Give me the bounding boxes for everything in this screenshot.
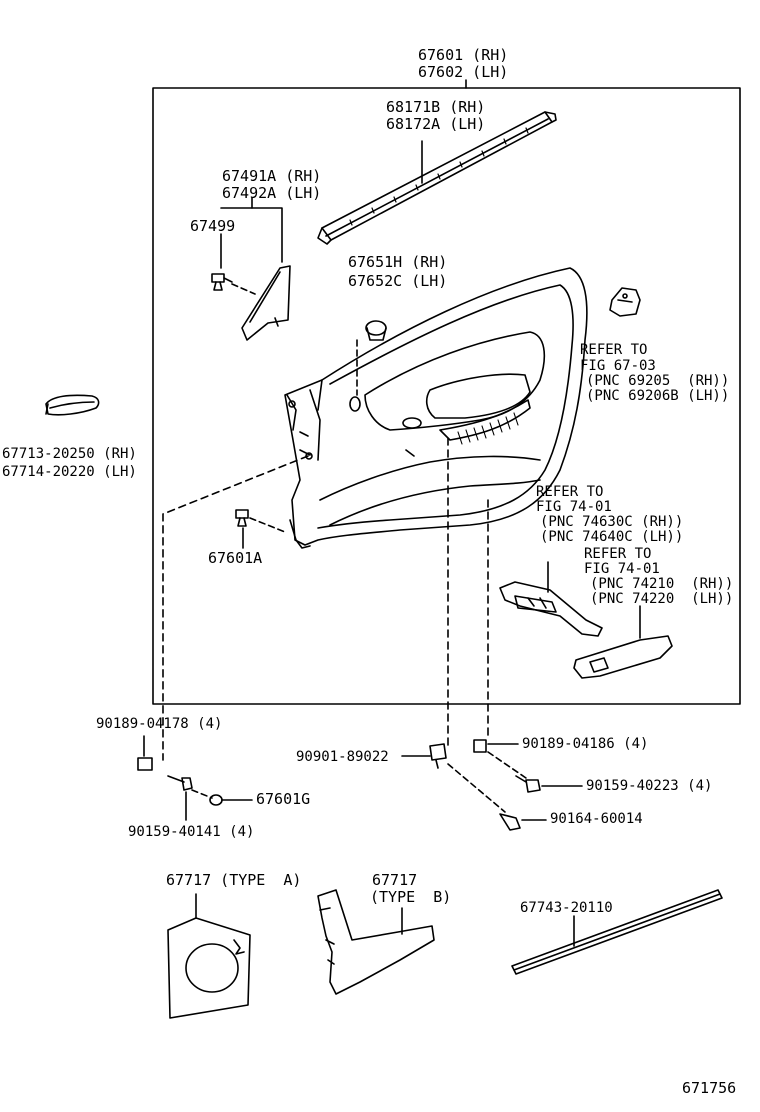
part-label: 90159-40141 (4) [128,824,255,840]
figure-number: 671756 [682,1079,737,1097]
service-hole-cover-type-b [317,889,435,995]
part-label: 90189-04186 (4) [522,736,649,752]
hinge-bracket-drawing [609,287,641,317]
switch-base-drawing [499,581,603,637]
reference-note: (PNC 74210 (RH)) [590,576,734,592]
corner-cover-drawing [241,265,291,341]
part-label: 67713-20250 (RH) [2,446,137,462]
part-label: 67652C (LH) [348,272,448,290]
inside-handle-drawing [45,394,100,416]
reference-note: (PNC 74640C (LH)) [540,529,684,545]
part-label: 67601G [256,790,311,808]
screw-90159-40141-drawing [167,775,193,791]
dashed-leader [447,763,506,813]
part-label: 67601 (RH) [418,46,509,64]
part-label: 67492A (LH) [222,184,322,202]
part-label: 67717 (TYPE A) [166,871,302,889]
reference-note: (PNC 69206B (LH)) [586,388,730,404]
part-label: 90159-40223 (4) [586,778,713,794]
dashed-leader [487,751,527,779]
moulding-drawing [511,889,723,975]
screw-90164-60014-drawing [499,813,521,831]
reference-note: REFER TO [580,342,648,358]
reference-note: REFER TO [584,546,652,562]
part-label: (TYPE B) [370,888,452,906]
clip-67601a-drawing [235,509,249,527]
assembly-frame [152,87,741,705]
pad-67601g-drawing [209,794,223,806]
part-label: 67602 (LH) [418,63,509,81]
reference-note: (PNC 74630C (RH)) [540,514,684,530]
clip-90901-89022-drawing [429,743,447,769]
part-label: 90901-89022 [296,749,389,765]
reference-note: (PNC 69205 (RH)) [586,373,730,389]
screw-90159-40223-drawing [515,775,541,793]
part-label: 67491A (RH) [222,167,322,185]
reference-note: FIG 74-01 [584,561,660,577]
armrest-drawing [573,635,673,679]
leader-line [220,207,283,263]
dashed-leader [231,283,256,295]
reference-note: FIG 74-01 [536,499,612,515]
dashed-leader [249,517,286,533]
weatherstrip-drawing [317,111,557,245]
screw-90189-04186-drawing [473,739,487,753]
part-label: 90189-04178 (4) [96,716,223,732]
reference-note: FIG 67-03 [580,358,656,374]
courtesy-lamp-drawing [365,320,387,341]
door-panel-drawing [284,267,588,549]
part-label: 67499 [190,217,236,235]
part-label: 90164-60014 [550,811,643,827]
reference-note: REFER TO [536,484,604,500]
screw-90189-04178-drawing [137,757,153,771]
service-hole-cover-type-a [167,917,251,1019]
part-label: 67601A [208,549,263,567]
part-label: 67717 [372,871,418,889]
part-label: 67714-20220 (LH) [2,464,137,480]
part-label: 67743-20110 [520,900,613,916]
part-label: 68171B (RH) [386,98,486,116]
part-label: 67651H (RH) [348,253,448,271]
clip-67499-drawing [211,273,233,291]
reference-note: (PNC 74220 (LH)) [590,591,734,607]
dashed-leader [191,789,213,799]
part-label: 68172A (LH) [386,115,486,133]
dashed-leader [162,455,309,761]
